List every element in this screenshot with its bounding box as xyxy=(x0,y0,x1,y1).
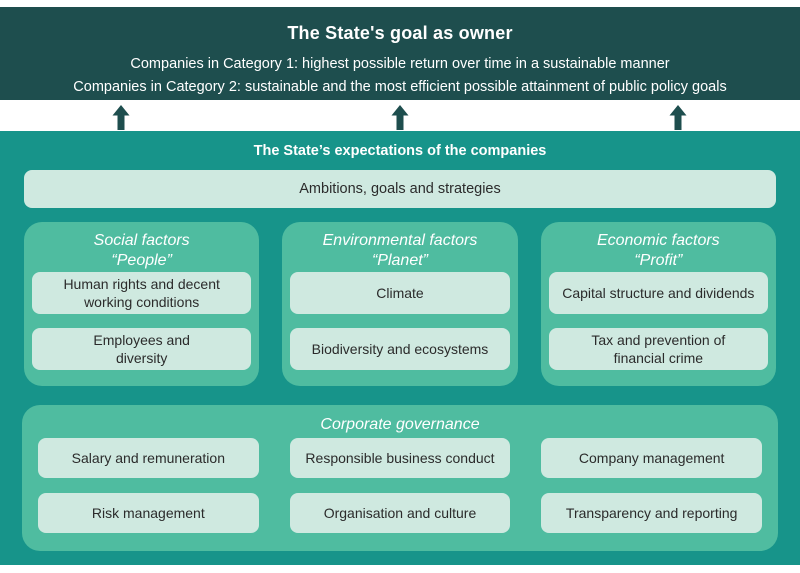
expectations-panel: The State’s expectations of the companie… xyxy=(0,131,800,565)
factor-item-employees-diversity: Employees and diversity xyxy=(32,328,252,370)
factor-title-line: Economic factors xyxy=(596,232,720,249)
banner-category1-line: Companies in Category 1: highest possibl… xyxy=(130,56,670,72)
governance-title: Corporate governance xyxy=(320,416,480,433)
governance-item-responsible-conduct: Responsible business conduct xyxy=(289,438,511,478)
governance-item-salary: Salary and remuneration xyxy=(38,438,259,478)
factor-card-title: Environmental factors “Planet” xyxy=(290,231,509,272)
governance-card: Corporate governance Salary and remunera… xyxy=(22,405,778,551)
factor-card-social: Social factors “People” Human rights and… xyxy=(24,222,260,386)
governance-item-risk-management: Risk management xyxy=(38,493,259,533)
factor-subtitle-line: “Profit” xyxy=(634,252,683,269)
factor-card-title: Economic factors “Profit” xyxy=(549,231,768,272)
expectations-title: The State’s expectations of the companie… xyxy=(253,143,547,159)
factor-subtitle-line: “Planet” xyxy=(371,252,428,269)
factor-title-line: Environmental factors xyxy=(322,232,478,249)
governance-item-company-management: Company management xyxy=(541,438,762,478)
factor-item-human-rights: Human rights and decent working conditio… xyxy=(32,272,252,314)
banner-category2-line: Companies in Category 2: sustainable and… xyxy=(73,79,727,95)
governance-item-transparency-reporting: Transparency and reporting xyxy=(541,493,762,533)
factor-item-climate: Climate xyxy=(290,272,510,314)
factor-card-environmental: Environmental factors “Planet” Climate B… xyxy=(282,222,518,386)
up-arrow-icon xyxy=(669,105,687,130)
factor-card-economic: Economic factors “Profit” Capital struct… xyxy=(540,222,776,386)
factor-item-capital-structure: Capital structure and dividends xyxy=(548,272,768,314)
ambitions-label: Ambitions, goals and strategies xyxy=(299,181,501,197)
up-arrow-icon xyxy=(112,105,130,130)
ambitions-bar: Ambitions, goals and strategies xyxy=(24,170,776,208)
governance-item-organisation-culture: Organisation and culture xyxy=(289,493,511,533)
factor-card-title: Social factors “People” xyxy=(32,231,251,272)
factor-item-biodiversity: Biodiversity and ecosystems xyxy=(290,328,510,370)
factor-title-line: Social factors xyxy=(93,232,190,249)
factor-cards-row: Social factors “People” Human rights and… xyxy=(24,222,776,386)
factor-subtitle-line: “People” xyxy=(111,252,172,269)
goal-banner: The State's goal as owner Companies in C… xyxy=(0,7,800,100)
factor-item-tax-crime: Tax and prevention of financial crime xyxy=(548,328,768,370)
banner-title: The State's goal as owner xyxy=(287,23,513,43)
arrows-row xyxy=(0,105,800,131)
up-arrow-icon xyxy=(391,105,409,130)
governance-grid: Salary and remuneration Responsible busi… xyxy=(38,438,762,533)
